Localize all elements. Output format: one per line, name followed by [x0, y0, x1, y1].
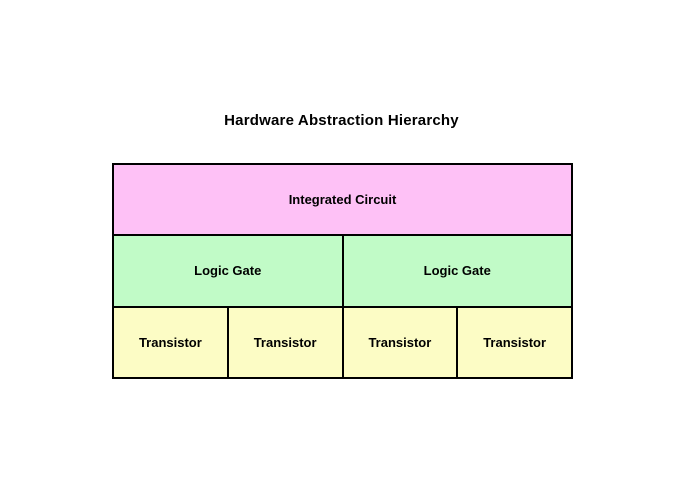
logic-gate-box: Logic Gate	[343, 236, 571, 306]
transistor-box: Transistor	[458, 307, 571, 377]
page-title: Hardware Abstraction Hierarchy	[224, 112, 459, 129]
hardware-hierarchy-diagram: Integrated Circuit Logic Gate Logic Gate…	[112, 163, 573, 379]
integrated-circuit-box: Integrated Circuit	[114, 165, 571, 235]
transistor-box: Transistor	[114, 307, 227, 377]
logic-gate-box: Logic Gate	[114, 236, 342, 306]
transistor-box: Transistor	[343, 307, 457, 377]
transistor-box: Transistor	[228, 307, 342, 377]
